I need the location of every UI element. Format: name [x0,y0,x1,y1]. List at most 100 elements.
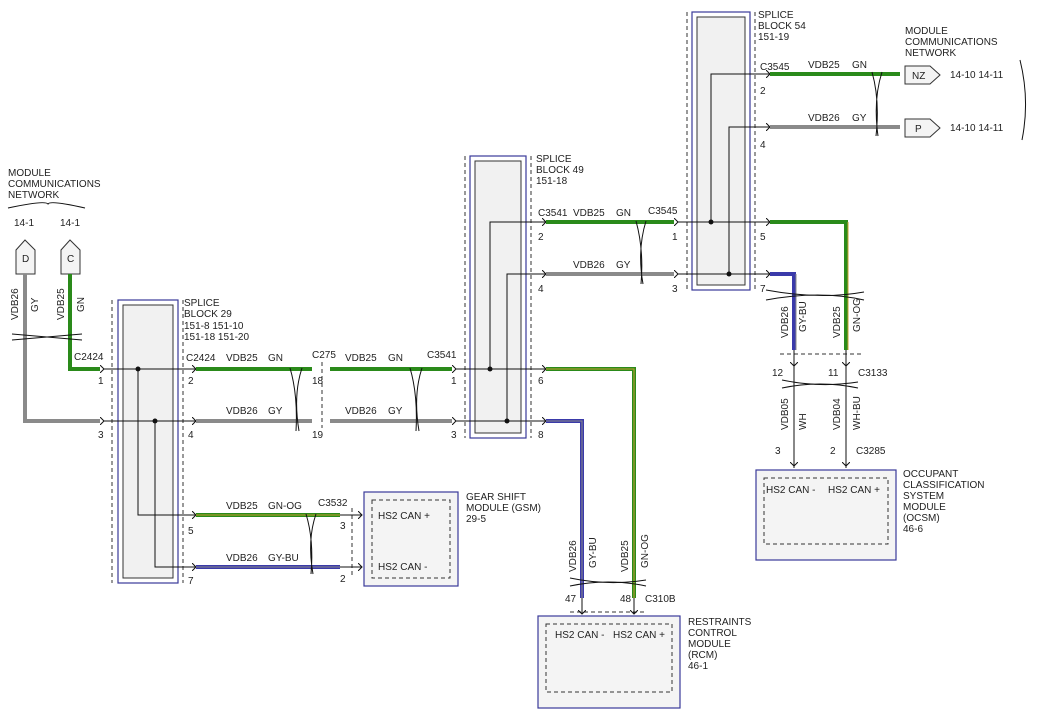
diagram-label: MODULE [8,168,51,179]
diagram-label: GY [852,113,867,124]
diagram-label: GN [616,208,631,219]
diagram-label: RESTRAINTS [688,617,752,628]
diagram-label: (RCM) [688,650,717,661]
wire-vdb25-gn-og-ocsm [770,220,848,350]
diagram-label: SYSTEM [903,491,944,502]
diagram-label: GY [616,260,631,271]
diagram-label: P [915,124,922,135]
diagram-label: GN [76,297,87,312]
diagram-label: 151-18 151-20 [184,332,249,343]
diagram-label: C [67,254,74,265]
connector-d-icon [15,239,36,275]
diagram-label: VDB25 [808,60,840,71]
diagram-label: 6 [538,376,544,387]
diagram-label: VDB26 [345,406,377,417]
diagram-label: 151-19 [758,32,790,43]
splice-block-29: SPLICE BLOCK 29 151-8 151-10 151-18 151-… [111,298,249,584]
diagram-label: GEAR SHIFT [466,492,526,503]
diagram-label: C3545 [760,62,790,73]
diagram-label: 3 [451,430,457,441]
diagram-label: C3545 [648,206,678,217]
diagram-label: VDB04 [832,398,843,430]
diagram-label: C275 [312,350,336,361]
diagram-label: 7 [188,576,194,587]
rcm-module: HS2 CAN - HS2 CAN + RESTRAINTS CONTROL M… [537,615,752,709]
ocsm-module: HS2 CAN - HS2 CAN + OCCUPANT CLASSIFICAT… [755,469,985,561]
diagram-label: VDB05 [780,398,791,430]
diagram-label: C3532 [318,498,348,509]
diagram-label: MODULE [688,639,731,650]
connector-p-icon [904,118,941,138]
diagram-label: OCCUPANT [903,469,958,480]
diagram-label: SPLICE [758,10,794,21]
wire-vdb26-left [23,274,100,423]
gsm-module: HS2 CAN + HS2 CAN - GEAR SHIFT MODULE (G… [363,491,541,587]
diagram-label: 2 [830,446,836,457]
diagram-label: 3 [98,430,104,441]
diagram-label: 46-1 [688,661,708,672]
diagram-label: VDB25 [226,353,258,364]
diagram-label: 2 [760,86,766,97]
diagram-label: BLOCK 49 [536,165,584,176]
diagram-label: D [22,254,29,265]
connector-nz-icon [904,65,941,85]
diagram-label: MODULE [905,26,948,37]
diagram-label: 14-10 14-11 [950,70,1004,81]
diagram-label: HS2 CAN + [613,630,665,641]
diagram-label: 4 [538,284,544,295]
diagram-label: C2424 [74,352,104,363]
diagram-label: GY-BU [588,537,599,568]
diagram-label: 11 [828,368,839,379]
diagram-label: MODULE [903,502,946,513]
diagram-label: C3133 [858,368,888,379]
splice-block-54: SPLICE BLOCK 54 151-19 [686,10,806,291]
diagram-label: 5 [188,526,194,537]
diagram-label: VDB25 [226,501,258,512]
diagram-label: 46-6 [903,524,923,535]
diagram-label: COMMUNICATIONS [905,37,998,48]
diagram-label: C3285 [856,446,886,457]
diagram-label: HS2 CAN + [828,485,880,496]
diagram-label: C3541 [427,350,457,361]
diagram-label: C2424 [186,353,216,364]
wire-vdb26-gy-bu-ocsm [770,272,796,350]
diagram-label: GY-BU [798,301,809,332]
wire-vdb25-left [68,274,100,371]
connector-c-icon [60,239,81,275]
diagram-label: 5 [760,232,766,243]
diagram-label: WH [798,413,809,430]
diagram-label: VDB26 [10,288,21,320]
diagram-label: 14-1 [60,218,80,229]
diagram-label: 1 [98,376,104,387]
diagram-label: 7 [760,284,766,295]
diagram-label: VDB25 [56,288,67,320]
diagram-label: GY [30,297,41,312]
diagram-label: GN-OG [852,298,863,332]
diagram-label: GN-OG [268,501,302,512]
diagram-label: VDB26 [780,306,791,338]
diagram-label: SPLICE [184,298,220,309]
diagram-label: GN-OG [640,534,651,568]
diagram-label: 1 [451,376,457,387]
diagram-label: (OCSM) [903,513,940,524]
diagram-label: VDB25 [620,540,631,572]
diagram-label: 151-8 151-10 [184,321,244,332]
diagram-label: NETWORK [905,48,956,59]
diagram-label: VDB26 [808,113,840,124]
diagram-label: BLOCK 29 [184,309,232,320]
diagram-label: 8 [538,430,544,441]
diagram-label: 151-18 [536,176,568,187]
diagram-label: VDB26 [573,260,605,271]
diagram-label: CONTROL [688,628,737,639]
diagram-label: GY-BU [268,553,299,564]
diagram-label: 1 [672,232,678,243]
diagram-label: HS2 CAN + [378,511,430,522]
diagram-label: 4 [760,140,766,151]
diagram-label: 12 [772,368,784,379]
diagram-label: VDB26 [568,540,579,572]
diagram-label: HS2 CAN - [378,562,427,573]
diagram-label: NZ [912,71,925,82]
mcn-right: MODULE COMMUNICATIONS NETWORK NZ P 14-10… [904,26,1027,141]
diagram-label: SPLICE [536,154,572,165]
